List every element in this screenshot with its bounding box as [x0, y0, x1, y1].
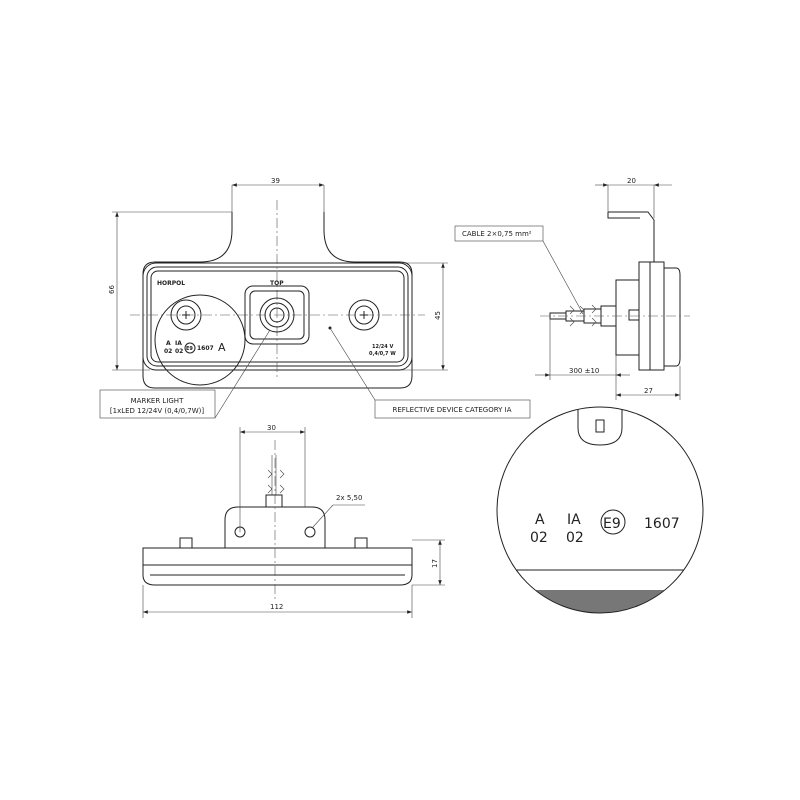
dim-112: 112: [270, 603, 283, 611]
detail-ia-number: 02: [566, 530, 584, 546]
callouts: MARKER LIGHT [1xLED 12/24V (0,4/0,7W)] R…: [99, 225, 584, 419]
mark-a: A: [166, 340, 171, 347]
power-label: 0,4/0,7 W: [369, 351, 396, 357]
side-view: 20 300 ±10 27: [535, 177, 690, 400]
mark-e9: E9: [186, 346, 193, 352]
dim-30: 30: [267, 424, 276, 432]
dim-20: 20: [627, 177, 636, 185]
detail-a: A: [535, 512, 545, 528]
detail-a-number: 02: [530, 530, 548, 546]
dim-66: 66: [108, 285, 116, 294]
detail-ia: IA: [567, 512, 581, 528]
dim-300: 300 ±10: [569, 367, 599, 375]
mark-ia: IA: [175, 340, 182, 347]
voltage-label: 12/24 V: [372, 344, 393, 350]
mark-02: 02: [175, 348, 183, 355]
dim-39: 39: [271, 177, 280, 185]
brand-label: HORPOL: [157, 280, 185, 287]
detail-number: 1607: [644, 516, 680, 532]
top-label: TOP: [270, 280, 284, 287]
detail-view: A 02 IA 02 E9 1607: [496, 406, 704, 614]
mark-number: 1607: [197, 345, 214, 352]
cable-label: CABLE 2×0,75 mm²: [462, 230, 532, 238]
detail-e9: E9: [603, 516, 621, 532]
mark-big-a: A: [218, 341, 226, 354]
marker-light-spec: [1xLED 12/24V (0,4/0,7W)]: [110, 407, 204, 415]
bottom-view: 30 2x 5,50 17 112: [142, 424, 445, 618]
front-view: HORPOL TOP A 02 IA 02 E9 1607 A 12/24 V …: [108, 177, 448, 389]
dim-27: 27: [644, 387, 653, 395]
e-mark-icon: [600, 509, 626, 535]
dim-hole-diameter: 2x 5,50: [336, 494, 362, 502]
dim-45: 45: [434, 311, 442, 320]
marker-light-label: MARKER LIGHT: [131, 397, 184, 405]
reflective-label: REFLECTIVE DEVICE CATEGORY IA: [392, 406, 511, 414]
dim-17: 17: [431, 559, 439, 568]
mark-02: 02: [164, 348, 172, 355]
e-mark-icon: [184, 342, 196, 354]
screw-icon: [360, 311, 368, 319]
screw-icon: [182, 311, 190, 319]
